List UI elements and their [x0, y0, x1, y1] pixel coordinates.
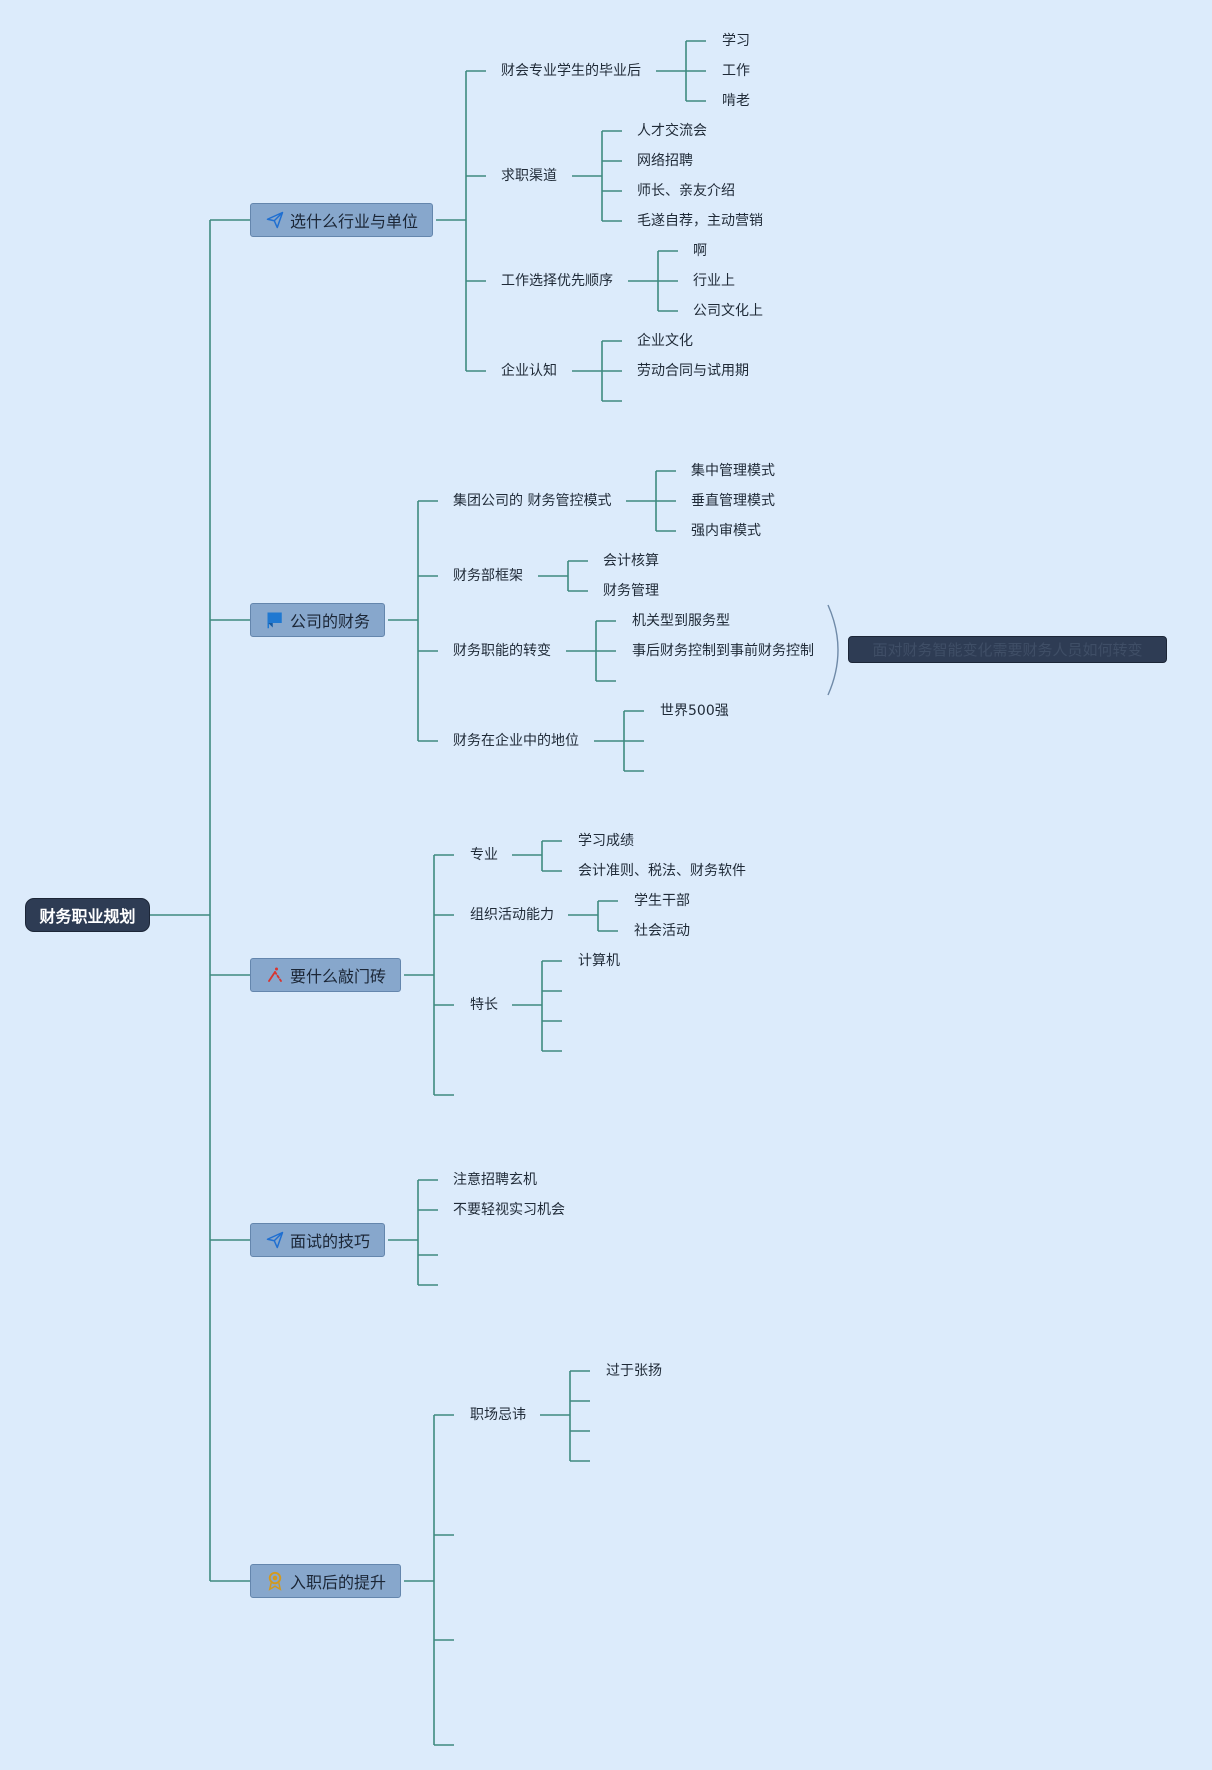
leaf-item[interactable]: 啃老	[722, 93, 750, 109]
leaf-item[interactable]: 啊	[693, 243, 707, 259]
leaf-item[interactable]: 垂直管理模式	[691, 493, 775, 509]
topic-company-finance[interactable]: 公司的财务	[250, 603, 386, 637]
leaf-item[interactable]: 网络招聘	[637, 153, 693, 169]
topic-label: 面试的技巧	[290, 1232, 371, 1251]
subtopic-recruit-tricks[interactable]: 注意招聘玄机	[453, 1172, 537, 1188]
leaf-item[interactable]: 财务管理	[603, 583, 659, 599]
topic-label: 公司的财务	[290, 612, 371, 631]
leaf-item[interactable]: 社会活动	[634, 923, 690, 939]
leaf-item[interactable]: 劳动合同与试用期	[637, 363, 749, 379]
leaf-item[interactable]: 学习	[722, 33, 750, 49]
leaf-item[interactable]: 学习成绩	[578, 833, 634, 849]
leaf-item[interactable]: 工作	[722, 63, 750, 79]
leaf-item[interactable]: 师长、亲友介绍	[637, 183, 735, 199]
leaf-item[interactable]: 毛遂自荐，主动营销	[637, 213, 763, 229]
topic-label: 选什么行业与单位	[290, 212, 419, 231]
leaf-item[interactable]: 计算机	[578, 953, 620, 969]
topic-label: 要什么敲门砖	[290, 967, 387, 986]
leaf-item[interactable]: 会计准则、税法、财务软件	[578, 863, 746, 879]
leaf-item[interactable]: 强内审模式	[691, 523, 761, 539]
subtopic-company-awareness[interactable]: 企业认知	[501, 363, 557, 379]
paper-plane-icon	[265, 1230, 285, 1250]
leaf-item[interactable]: 集中管理模式	[691, 463, 775, 479]
subtopic-major[interactable]: 专业	[470, 847, 498, 863]
flag-icon	[265, 610, 285, 630]
summary-brace	[827, 604, 839, 696]
leaf-item[interactable]: 企业文化	[637, 333, 693, 349]
summary-node[interactable]: 面对财务智能变化需要财务人员如何转变	[848, 636, 1167, 663]
subtopic-specialty[interactable]: 特长	[470, 997, 498, 1013]
leaf-item[interactable]: 过于张扬	[606, 1363, 662, 1379]
subtopic-workplace-taboos[interactable]: 职场忌讳	[470, 1407, 526, 1423]
leaf-item[interactable]: 机关型到服务型	[632, 613, 730, 629]
medal-icon	[265, 1571, 285, 1591]
subtopic-organizing-ability[interactable]: 组织活动能力	[470, 907, 554, 923]
leaf-item[interactable]: 人才交流会	[637, 123, 707, 139]
leaf-item[interactable]: 行业上	[693, 273, 735, 289]
topic-industry-selection[interactable]: 选什么行业与单位	[250, 203, 434, 237]
root-topic[interactable]: 财务职业规划	[25, 898, 150, 932]
subtopic-after-graduation[interactable]: 财会专业学生的毕业后	[501, 63, 641, 79]
paper-plane-icon	[265, 210, 285, 230]
topic-interview-skills[interactable]: 面试的技巧	[250, 1223, 386, 1257]
tools-icon	[265, 965, 285, 985]
subtopic-job-priority[interactable]: 工作选择优先顺序	[501, 273, 613, 289]
subtopic-job-channels[interactable]: 求职渠道	[501, 168, 557, 184]
leaf-item[interactable]: 事后财务控制到事前财务控制	[632, 643, 814, 659]
subtopic-finance-framework[interactable]: 财务部框架	[453, 568, 523, 584]
subtopic-function-change[interactable]: 财务职能的转变	[453, 643, 551, 659]
topic-stepping-stone[interactable]: 要什么敲门砖	[250, 958, 402, 992]
topic-post-hire-growth[interactable]: 入职后的提升	[250, 1564, 402, 1598]
leaf-item[interactable]: 学生干部	[634, 893, 690, 909]
subtopic-internship[interactable]: 不要轻视实习机会	[453, 1202, 565, 1218]
subtopic-finance-status[interactable]: 财务在企业中的地位	[453, 733, 579, 749]
leaf-item[interactable]: 世界500强	[660, 703, 729, 719]
subtopic-group-control-mode[interactable]: 集团公司的 财务管控模式	[453, 493, 612, 509]
leaf-item[interactable]: 公司文化上	[693, 303, 763, 319]
leaf-item[interactable]: 会计核算	[603, 553, 659, 569]
topic-label: 入职后的提升	[290, 1573, 387, 1592]
